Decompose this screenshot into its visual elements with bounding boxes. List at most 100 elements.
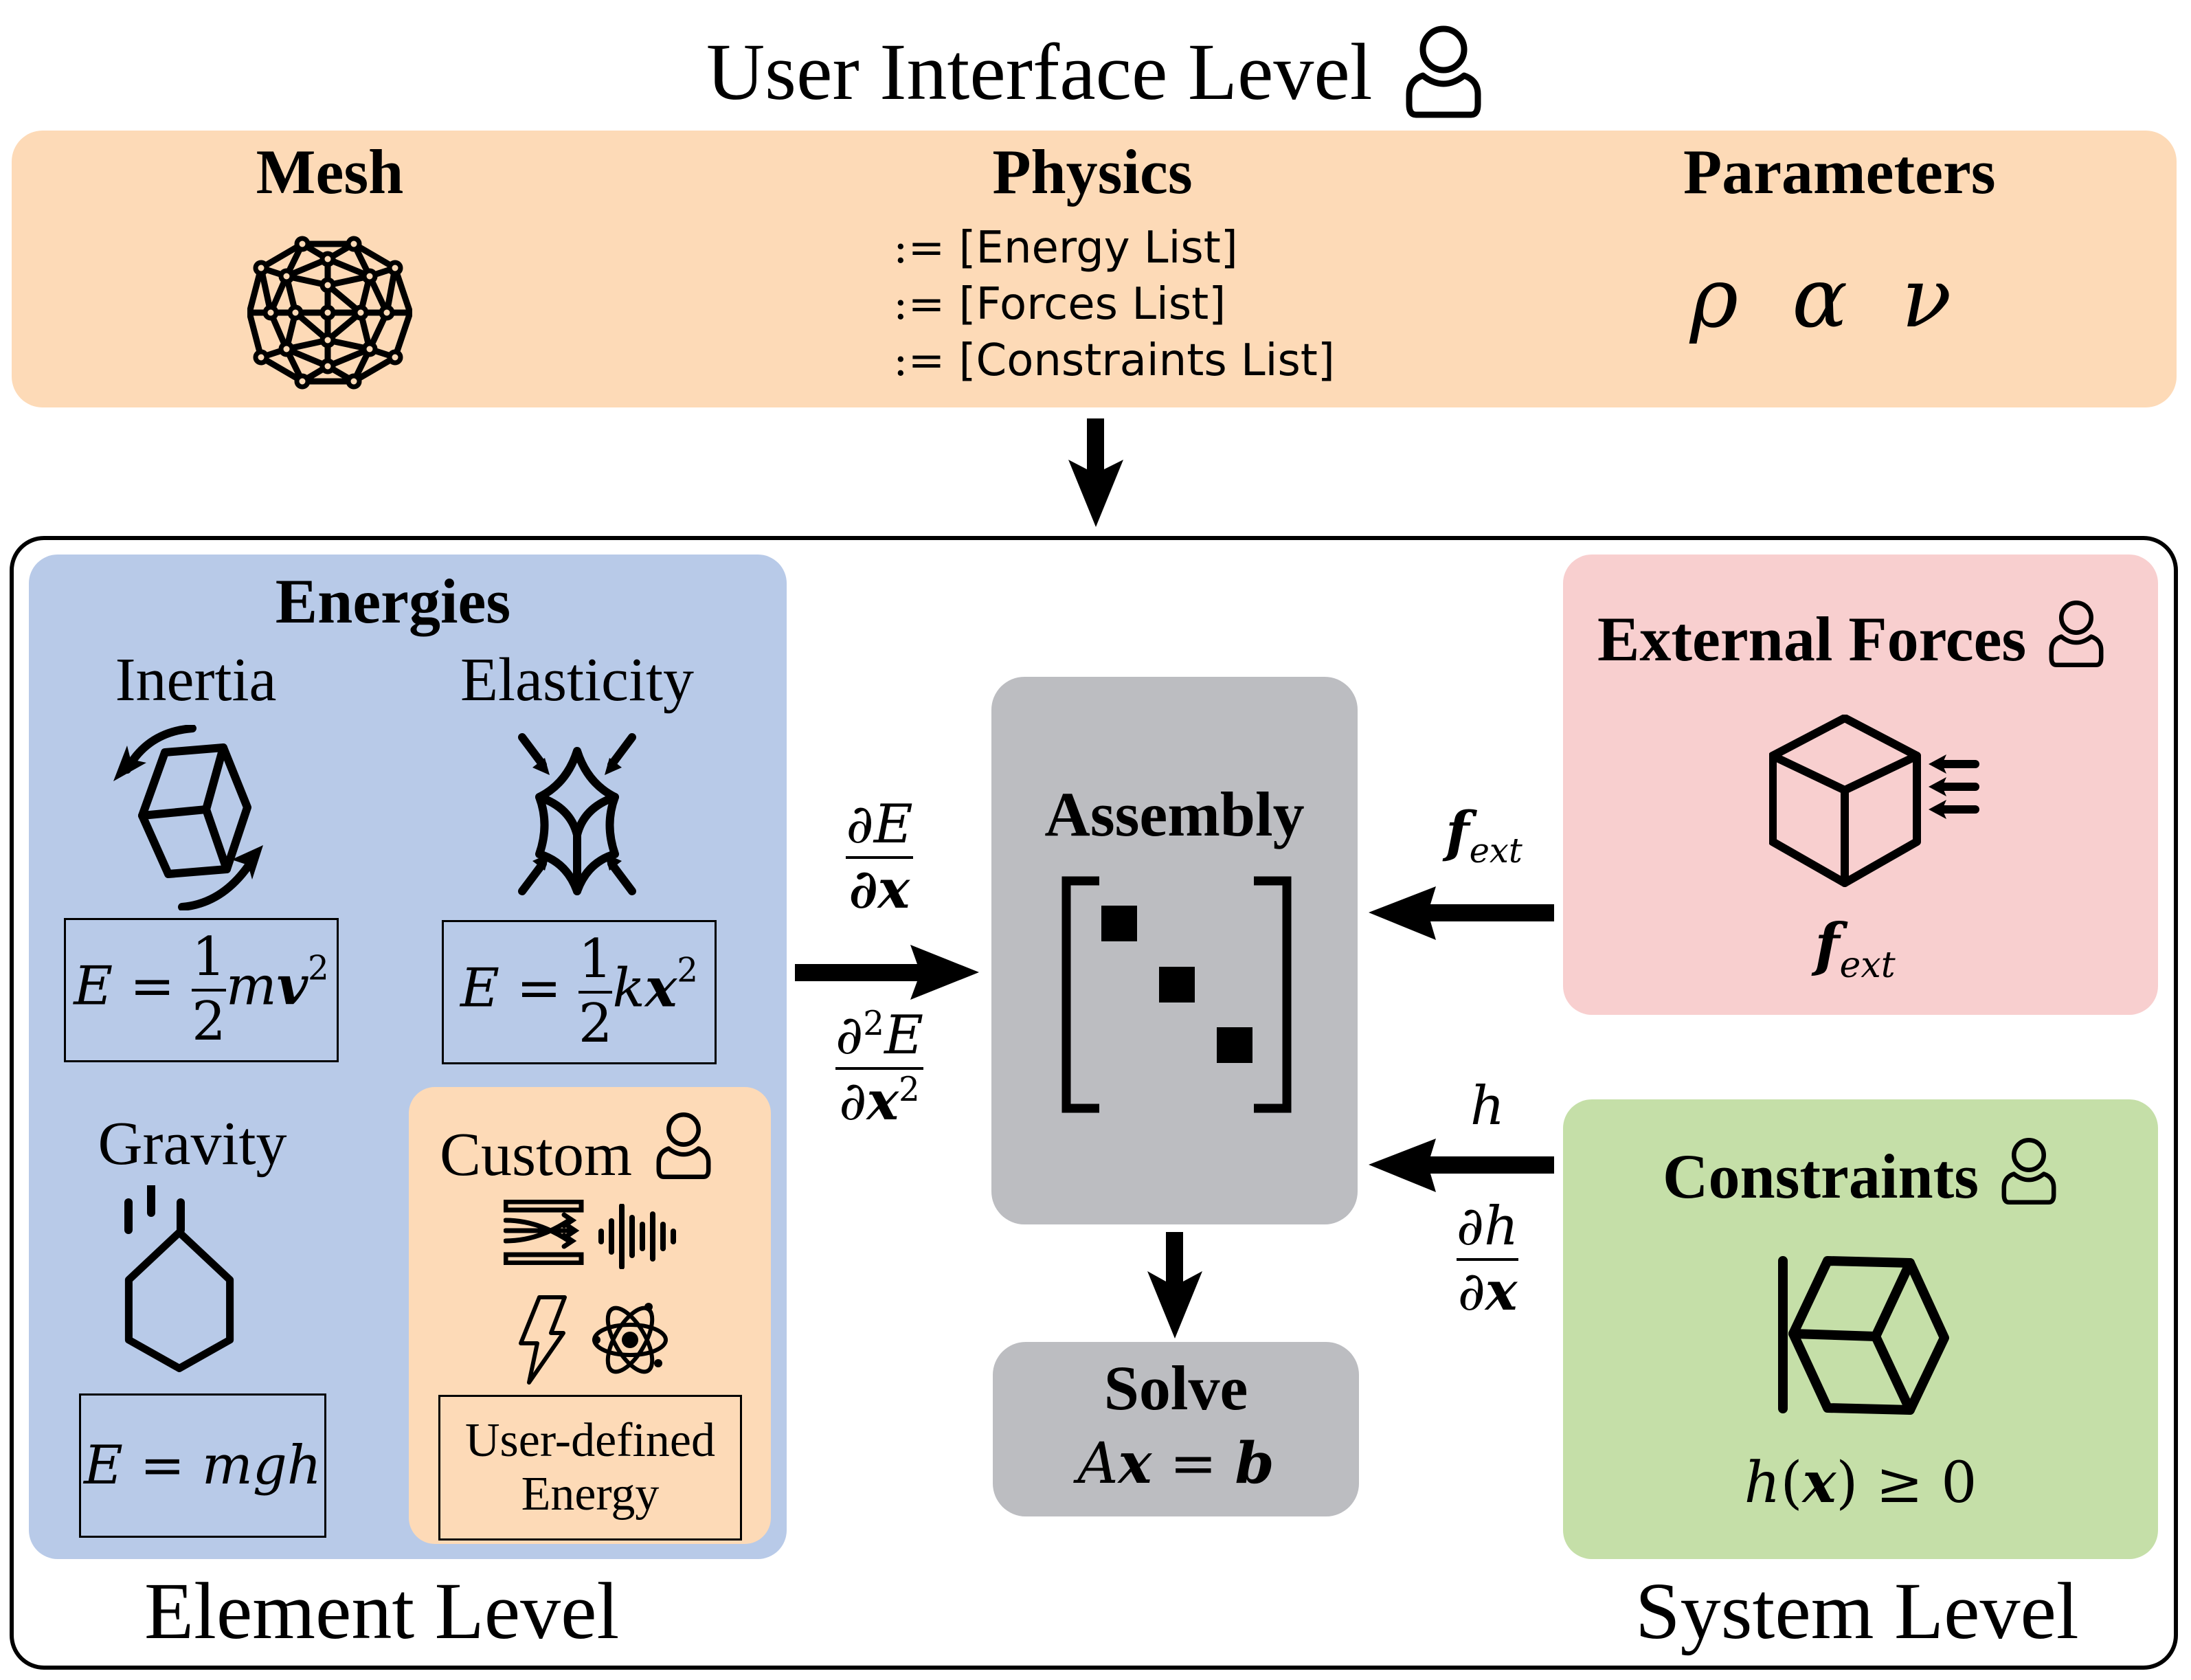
assembly-title: Assembly [1044, 779, 1305, 849]
exponent: 2 [899, 1070, 920, 1109]
energy-list-text: [Energy List] [958, 223, 1238, 273]
element-level-label: Element Level [144, 1566, 620, 1656]
left-arrow-icon [1369, 1139, 1554, 1192]
user-icon [2049, 600, 2104, 668]
physics-item-constraints: := [Constraints List] [893, 333, 1335, 389]
position-var: x [1802, 1450, 1836, 1516]
fraction-num: ∂h [1456, 1196, 1519, 1257]
gravity-formula-box: E = mgh [79, 1393, 326, 1538]
rhs-var: b [1235, 1431, 1274, 1497]
constraints-panel [1563, 1099, 2158, 1559]
force-arrow-label: fext [1415, 797, 1553, 885]
computation-frame [10, 536, 2178, 1670]
force-var: f [1446, 799, 1470, 864]
formula-velocity: v [276, 954, 308, 1018]
constraint-arrow-top-label: h [1470, 1075, 1505, 1137]
dE-dx-fraction: ∂E ∂x [846, 794, 913, 921]
energies-title: Energies [275, 566, 511, 636]
partial-symbol: ∂ [1457, 1260, 1485, 1323]
physics-item-energy: := [Energy List] [893, 220, 1335, 276]
external-force-symbol: fext [1683, 910, 2027, 1000]
fraction-num: ∂E [846, 794, 913, 855]
exponent: 2 [863, 1005, 885, 1043]
constraint-fn: h [1744, 1451, 1781, 1516]
formula-eq: = [516, 957, 562, 1020]
left-arrow-icon [1369, 886, 1554, 940]
zero-value: 0 [1941, 1451, 1977, 1516]
lightning-icon [519, 1295, 567, 1385]
falling-cube-icon [124, 1185, 234, 1372]
constraint-formula: h(x) ≥ 0 [1563, 1448, 2158, 1518]
solve-panel [993, 1342, 1359, 1516]
paren-close: ) [1836, 1451, 1858, 1516]
position-var: x [1485, 1259, 1518, 1323]
gradient-label: ∂E ∂x [818, 794, 941, 921]
formula-stiffness: k [612, 957, 645, 1020]
formula-position: x [644, 956, 677, 1020]
sound-wave-icon [598, 1204, 676, 1269]
diagram-title: User Interface Level [0, 12, 2191, 124]
formula-exponent: 2 [677, 951, 699, 990]
gravity-label: Gravity [98, 1110, 287, 1178]
constraints-list-text: [Constraints List] [958, 335, 1335, 386]
formula-lhs: E [74, 955, 113, 1018]
fraction-num: 1 [192, 926, 226, 989]
force-var: f [1814, 910, 1840, 978]
formula-eq: = [139, 1435, 186, 1497]
user-icon [1406, 25, 1481, 118]
rotating-cube-icon [113, 725, 263, 910]
partial-symbol: ∂ [835, 1005, 864, 1066]
dh-dx-fraction: ∂h ∂x [1456, 1196, 1519, 1323]
compressed-shape-icon [518, 733, 636, 895]
assign-operator: := [893, 335, 945, 386]
user-icon [656, 1112, 711, 1180]
equals-sign: = [1169, 1431, 1217, 1497]
formula-mass: m [225, 955, 277, 1018]
hessian-label: ∂2E ∂x2 [818, 1007, 941, 1130]
fraction-den: ∂x [849, 858, 910, 921]
atom-icon [592, 1303, 668, 1374]
external-forces-header: External Forces [1597, 598, 2161, 677]
mesh-sphere-icon [247, 236, 412, 390]
assembly-panel [991, 677, 1358, 1224]
parameters-label: Parameters [1683, 137, 1996, 207]
physics-list: := [Energy List] := [Forces List] := [Co… [893, 220, 1335, 389]
formula-lhs: E [83, 1435, 123, 1497]
fraction-den: 2 [192, 991, 226, 1053]
gravity-formula: E = mgh [84, 1435, 322, 1497]
partial-symbol: ∂ [839, 1070, 867, 1132]
paren-open: ( [1780, 1451, 1803, 1516]
param-rho: ρ [1689, 251, 1739, 346]
system-level-label: System Level [1635, 1566, 2079, 1656]
formula-rhs: mgh [201, 1435, 322, 1497]
down-arrow-icon [1147, 1232, 1202, 1339]
user-defined-line2: Energy [521, 1468, 660, 1521]
unknown-var: x [1118, 1431, 1152, 1497]
cube-with-force-arrows-icon [1769, 715, 1979, 887]
formula-lhs: E [460, 957, 499, 1020]
right-arrow-icon [795, 945, 979, 1000]
user-defined-line1: User-defined [465, 1414, 715, 1467]
formula-exponent: 2 [308, 949, 329, 988]
custom-label: Custom [440, 1121, 633, 1189]
title-text: User Interface Level [706, 26, 1373, 117]
solve-equation: Ax = b [993, 1429, 1359, 1499]
assign-operator: := [893, 279, 945, 330]
sparse-matrix-icon [1061, 876, 1292, 1113]
position-var: x [866, 1069, 899, 1132]
down-arrow-icon [1068, 418, 1123, 527]
force-subscript: ext [1469, 831, 1523, 871]
forces-list-text: [Forces List] [958, 279, 1226, 330]
cube-against-wall-icon [1778, 1256, 1949, 1415]
elasticity-label: Elasticity [460, 646, 694, 714]
assign-operator: := [893, 223, 945, 273]
external-forces-title: External Forces [1597, 604, 2027, 674]
param-alpha: α [1792, 251, 1848, 346]
constraint-gradient-label: ∂h ∂x [1429, 1196, 1546, 1323]
solve-title: Solve [1103, 1353, 1248, 1423]
